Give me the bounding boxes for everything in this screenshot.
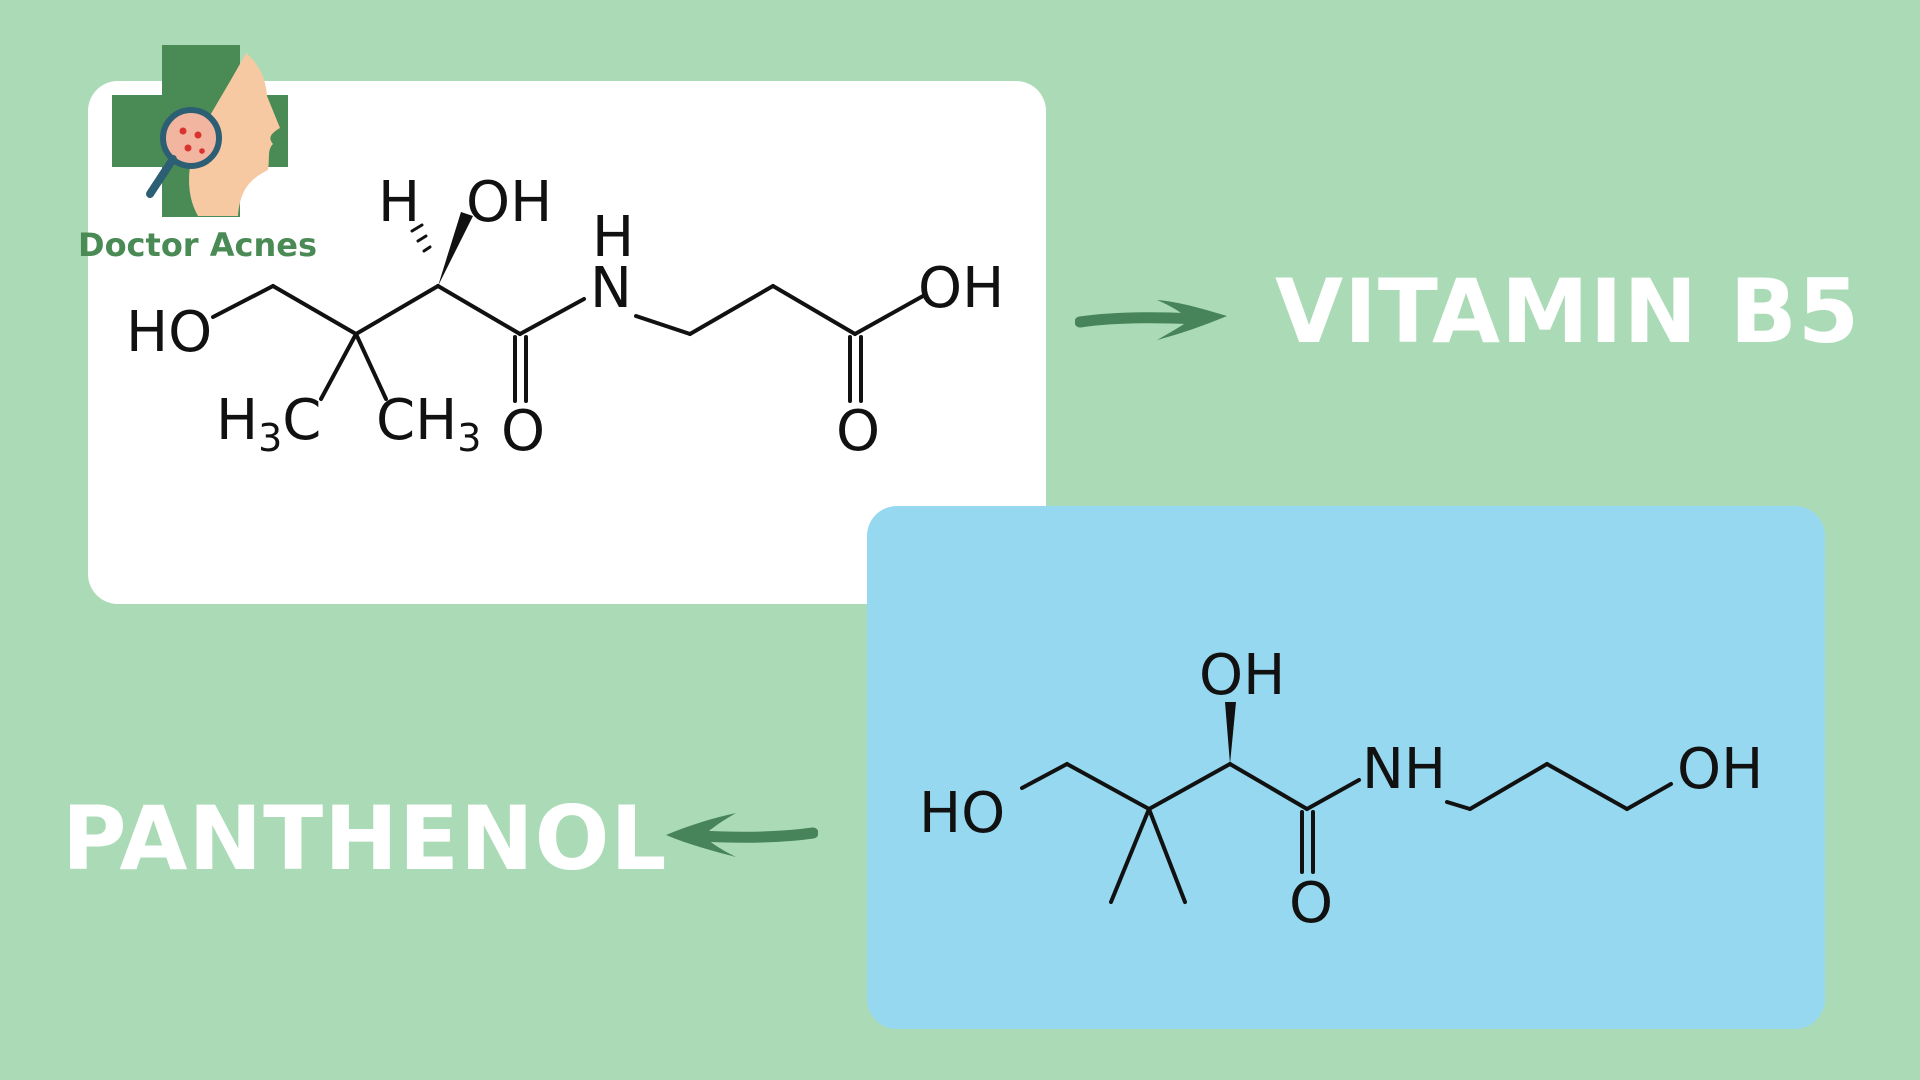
arrow-right-icon (1075, 300, 1227, 340)
panthenol-label: PANTHENOL (62, 787, 668, 890)
vitamin-b5-label: VITAMIN B5 (1275, 260, 1861, 363)
atom-ho-left: HO (919, 781, 1005, 846)
atom-nh: NH (1362, 737, 1446, 802)
atom-o-acid: O (836, 399, 880, 464)
vitamin-b5-bonds (211, 284, 925, 403)
atom-ch3: CH3 (376, 388, 481, 460)
atom-o-amide: O (1289, 871, 1333, 936)
arrow-left-icon (666, 813, 818, 857)
panthenol-structure: OH NH OH HO O (919, 643, 1763, 936)
hash-bond (410, 223, 432, 253)
atom-ch3-sub: 3 (457, 416, 481, 460)
atom-h3c-h: H (216, 388, 258, 453)
atom-n-amide: N (590, 256, 632, 321)
atom-oh-top: OH (1199, 643, 1285, 708)
atom-h-amide: H (592, 205, 634, 270)
atom-h3c: H3C (216, 388, 321, 460)
atom-o-amide: O (501, 399, 545, 464)
panthenol-bonds (1020, 762, 1673, 904)
face-profile-icon (189, 53, 280, 216)
vitamin-b5-structure: H OH H N OH HO H3C CH3 O O (126, 170, 1004, 464)
atom-oh-end: OH (1677, 737, 1763, 802)
atom-h3c-c: C (282, 388, 321, 453)
atom-oh-top: OH (466, 170, 552, 235)
wedge-bond (1225, 702, 1236, 764)
atom-oh-acid: OH (918, 256, 1004, 321)
logo (112, 45, 288, 217)
atom-h-top: H (378, 170, 420, 235)
panthenol-card: OH NH OH HO O (867, 506, 1825, 1029)
logo-brand-text: Doctor Acnes (78, 226, 317, 264)
magnifier-icon (146, 107, 222, 198)
atom-ho-left: HO (126, 300, 212, 365)
atom-h3c-sub: 3 (258, 416, 282, 460)
wedge-bond (438, 212, 473, 286)
atom-ch3-ch: CH (376, 388, 457, 453)
